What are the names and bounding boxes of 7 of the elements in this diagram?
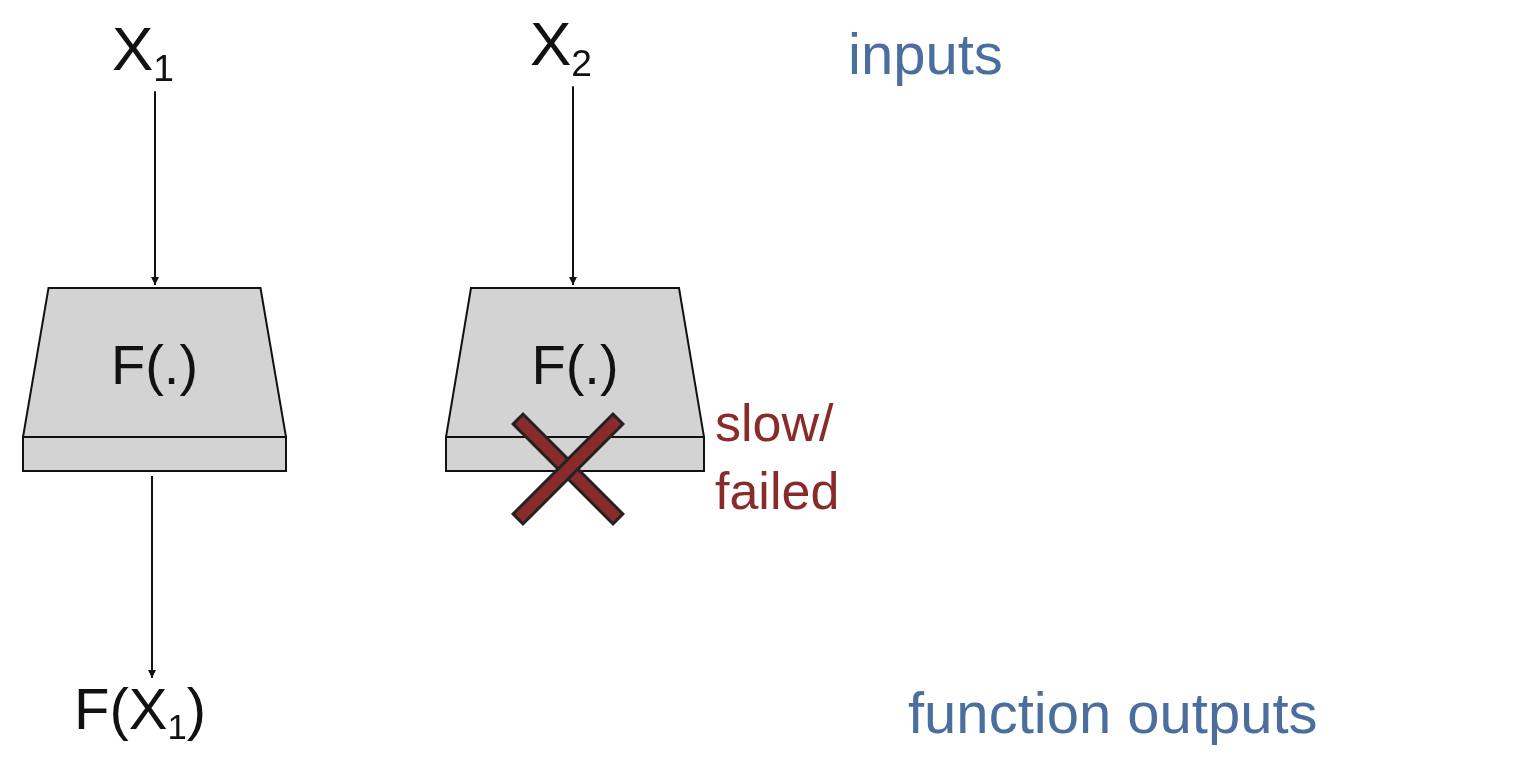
variable-label: X$_{2}$ [530, 13, 593, 83]
status-note: slow/ failed [715, 393, 841, 522]
arrow [569, 85, 577, 286]
variable-label: F(X$_{1}$) [74, 680, 207, 746]
arrow [148, 475, 156, 679]
arrow [151, 90, 159, 286]
variable-label: X$_{1}$ [112, 18, 175, 88]
